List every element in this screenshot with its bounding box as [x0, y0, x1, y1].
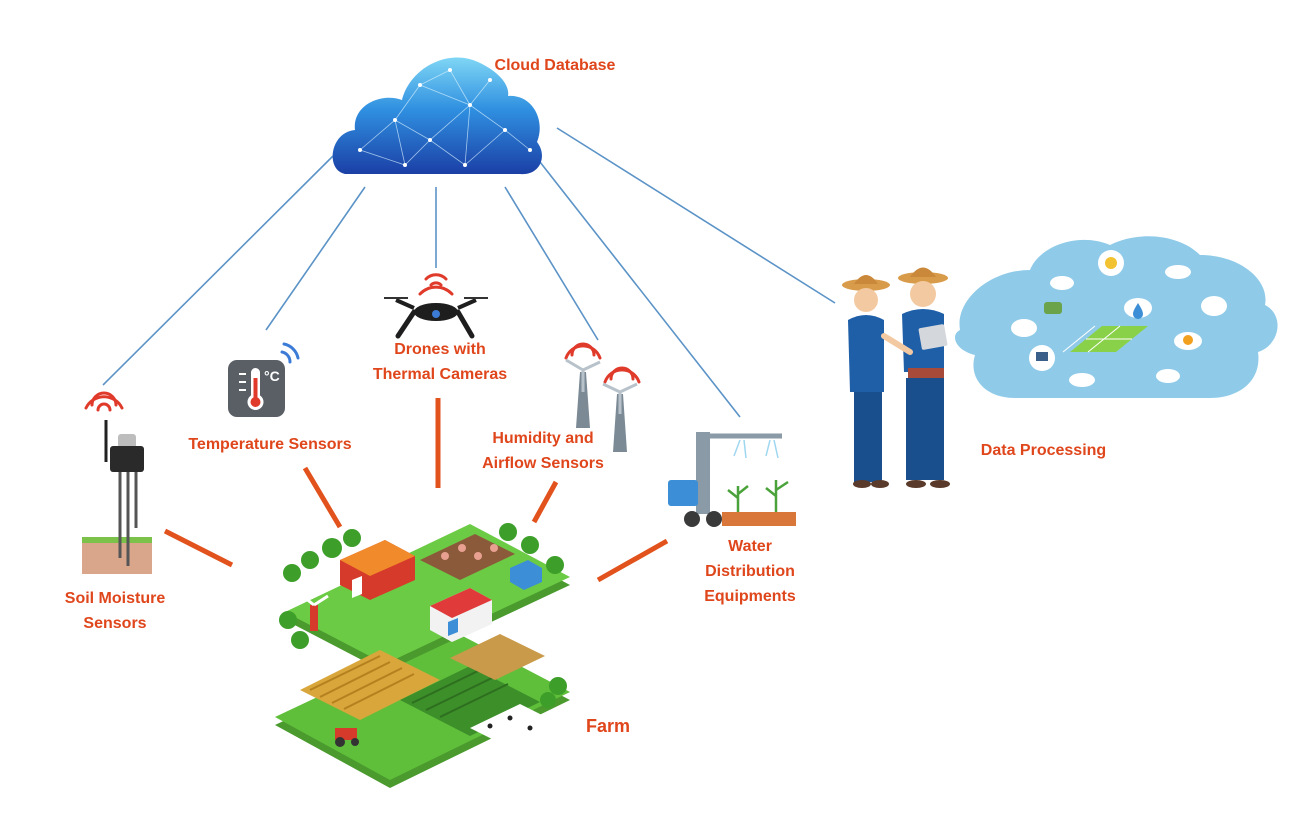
link-cloud-soil — [102, 155, 334, 386]
link-cloud-processing — [556, 127, 836, 304]
soil-sensor-icon — [82, 391, 152, 574]
drones-label-line: Drones with — [394, 341, 486, 358]
farm-label: Farm — [585, 716, 630, 736]
soil-label-line: Sensors — [83, 615, 147, 632]
wifi-icon — [418, 273, 454, 296]
farm-links — [163, 398, 669, 583]
wifi-icon — [564, 342, 641, 384]
thermometer-icon: °C — [228, 342, 300, 417]
svg-text:°C: °C — [264, 368, 280, 384]
humidity-label-line: Humidity and — [492, 430, 594, 447]
humidity-sensors-label: Humidity and Airflow Sensors — [470, 426, 616, 476]
humidity-label-line: Airflow Sensors — [482, 455, 604, 472]
water-label-line: Water — [728, 538, 772, 555]
link-farm-soil — [163, 528, 234, 568]
farmers-tablet-icon — [842, 267, 950, 488]
water-label-line: Equipments — [704, 588, 796, 605]
isometric-farm-icon — [275, 523, 570, 788]
drones-label-line: Thermal Cameras — [372, 366, 508, 383]
data-processing-label: Data Processing — [980, 442, 1107, 459]
soil-moisture-label: Soil Moisture Sensors — [45, 586, 185, 636]
water-label-line: Distribution — [705, 563, 795, 580]
irrigation-robot-icon — [668, 432, 796, 527]
link-farm-humidity — [531, 480, 559, 524]
wifi-icon — [280, 342, 300, 364]
soil-label-line: Soil Moisture — [64, 590, 166, 607]
link-cloud-water — [539, 161, 741, 418]
temperature-sensors-label: Temperature Sensors — [188, 436, 352, 453]
link-cloud-temperature — [265, 186, 366, 331]
cloud-network-icon — [332, 57, 542, 175]
drone-icon — [384, 273, 488, 339]
drones-label: Drones with Thermal Cameras — [355, 337, 525, 387]
wind-turbine-icon — [564, 342, 641, 452]
link-farm-water — [596, 538, 669, 583]
water-distribution-label: Water Distribution Equipments — [690, 534, 810, 609]
data-processing-panel — [955, 236, 1278, 398]
cloud-links — [102, 127, 836, 418]
link-cloud-humidity — [504, 186, 599, 341]
cloud-database-label: Cloud Database — [494, 57, 616, 74]
wifi-icon — [84, 391, 124, 412]
link-farm-temperature — [302, 466, 343, 529]
